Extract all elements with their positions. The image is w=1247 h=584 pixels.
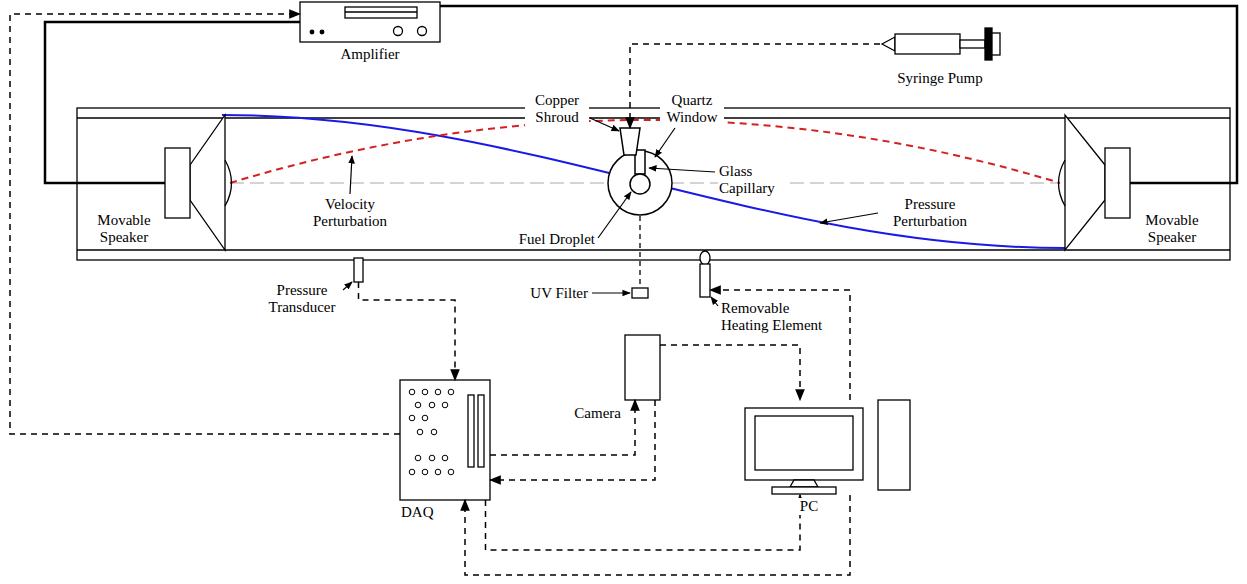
speaker-wire: [440, 6, 1237, 183]
amplifier-symbol: [300, 2, 440, 42]
uv-filter: [632, 288, 648, 298]
callout-label: Pressure Perturbation: [880, 196, 980, 230]
part-label: Camera: [560, 405, 622, 422]
speaker-right: [1059, 115, 1131, 250]
syringe-symbol: [882, 28, 1000, 60]
part-label: Copper Shroud: [525, 92, 589, 126]
window-assembly: [608, 128, 672, 215]
tube: [77, 108, 1230, 260]
pressure-transducer: Pressure Transducer: [354, 258, 363, 282]
speaker-left: [165, 115, 232, 250]
callout-label: Fuel Droplet: [500, 231, 596, 248]
signal-line: [10, 14, 400, 434]
pressure-curve: [222, 115, 1065, 248]
heating-element: [700, 251, 710, 297]
signal-line: [710, 290, 850, 400]
amplifier: Amplifier: [300, 2, 440, 42]
camera: Camera: [625, 335, 660, 400]
callout-label: UV Filter: [525, 285, 589, 302]
part-label: Amplifier: [320, 46, 420, 63]
syringe-pump: Syringe Pump: [880, 28, 1000, 60]
speaker: Movable Speaker: [1065, 115, 1130, 250]
callout-label: Quartz Window: [660, 92, 724, 126]
optical-path: [639, 216, 640, 288]
signal-line: [630, 44, 880, 128]
leader-arrows: [343, 118, 878, 306]
part-label: Syringe Pump: [885, 70, 995, 87]
part-label: DAQ: [400, 504, 444, 521]
speaker-wire: [45, 22, 300, 183]
camera-symbol: [625, 335, 660, 400]
part-label: PC: [792, 498, 826, 515]
pc-symbol: [745, 400, 910, 494]
signal-line: [465, 495, 850, 575]
velocity-curve: [230, 120, 1060, 183]
signal-line: [359, 282, 456, 380]
part-label: Removable Heating Element: [720, 300, 832, 334]
signal-line: [490, 400, 635, 455]
signal-line: [660, 345, 800, 400]
speaker: Movable Speaker: [165, 115, 225, 250]
callout-label: Glass Capillary: [718, 163, 790, 197]
signal-line: [490, 400, 655, 480]
pressure-transducer: [354, 258, 363, 282]
part-label: Pressure Transducer: [262, 282, 342, 316]
signal-line: [486, 495, 801, 550]
copper-shroud: Copper Shroud: [620, 128, 640, 155]
part-label: Movable Speaker: [92, 212, 156, 246]
part-label: Movable Speaker: [1140, 212, 1204, 246]
callout-label: Velocity Perturbation: [300, 196, 400, 230]
daq-symbol: [400, 380, 490, 500]
heating-element: Removable Heating Element: [700, 262, 710, 297]
pc: PC: [745, 400, 910, 495]
daq-unit: DAQ: [400, 380, 490, 500]
daq-dots: [409, 389, 454, 475]
